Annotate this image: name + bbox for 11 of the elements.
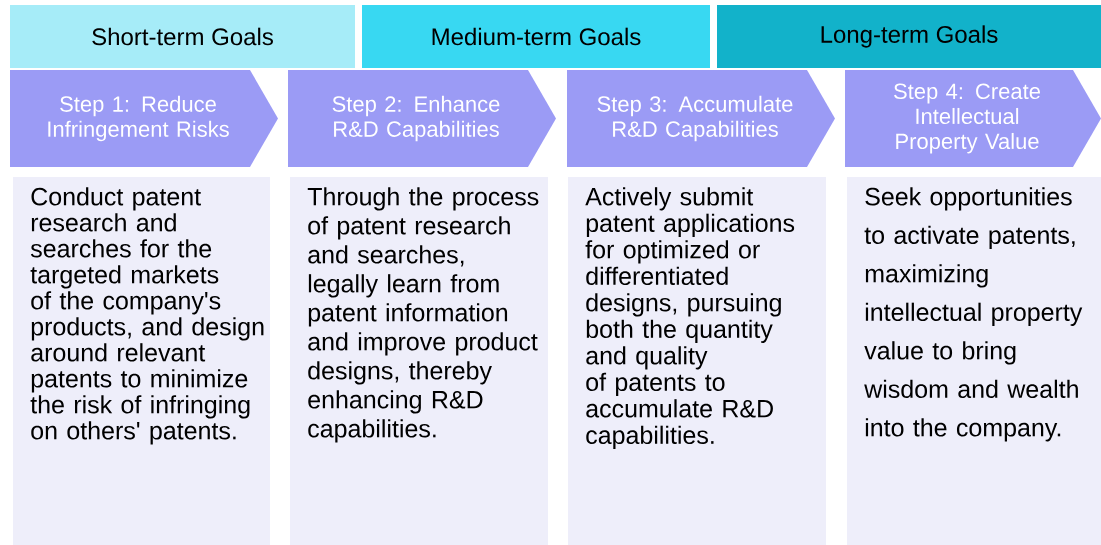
- step-banner: Step 1: Reduce Infringement Risks: [10, 70, 278, 167]
- description-box: Seek opportunities to activate patents, maximizing intellectual property value to bring wisdom and wealth into the company.: [847, 177, 1101, 545]
- step-banner: Step 3: Accumulate R&D Capabilities: [567, 70, 835, 167]
- description-box: Actively submit patent applications for optimized or differentiated designs, pursuing both the quantity and quality of patents to accumulate R&D capabilities.: [568, 177, 826, 545]
- description-box: Through the process of patent research and searches, legally learn from patent information and improve product designs, thereby enhancing R&D capabilities.: [290, 177, 548, 545]
- description-box: Conduct patent research and searches for the targeted markets of the company's products, and design around relevant patents to minimize the risk of infringing on others' patents.: [13, 177, 270, 545]
- goal-band: Medium-term Goals: [362, 5, 710, 68]
- step-banner: Step 2: Enhance R&D Capabilities: [288, 70, 556, 167]
- step-banner: Step 4: Create Intellectual Property Value: [845, 70, 1101, 167]
- goal-band: Long-term Goals: [717, 5, 1101, 68]
- goal-band: Short-term Goals: [10, 5, 355, 68]
